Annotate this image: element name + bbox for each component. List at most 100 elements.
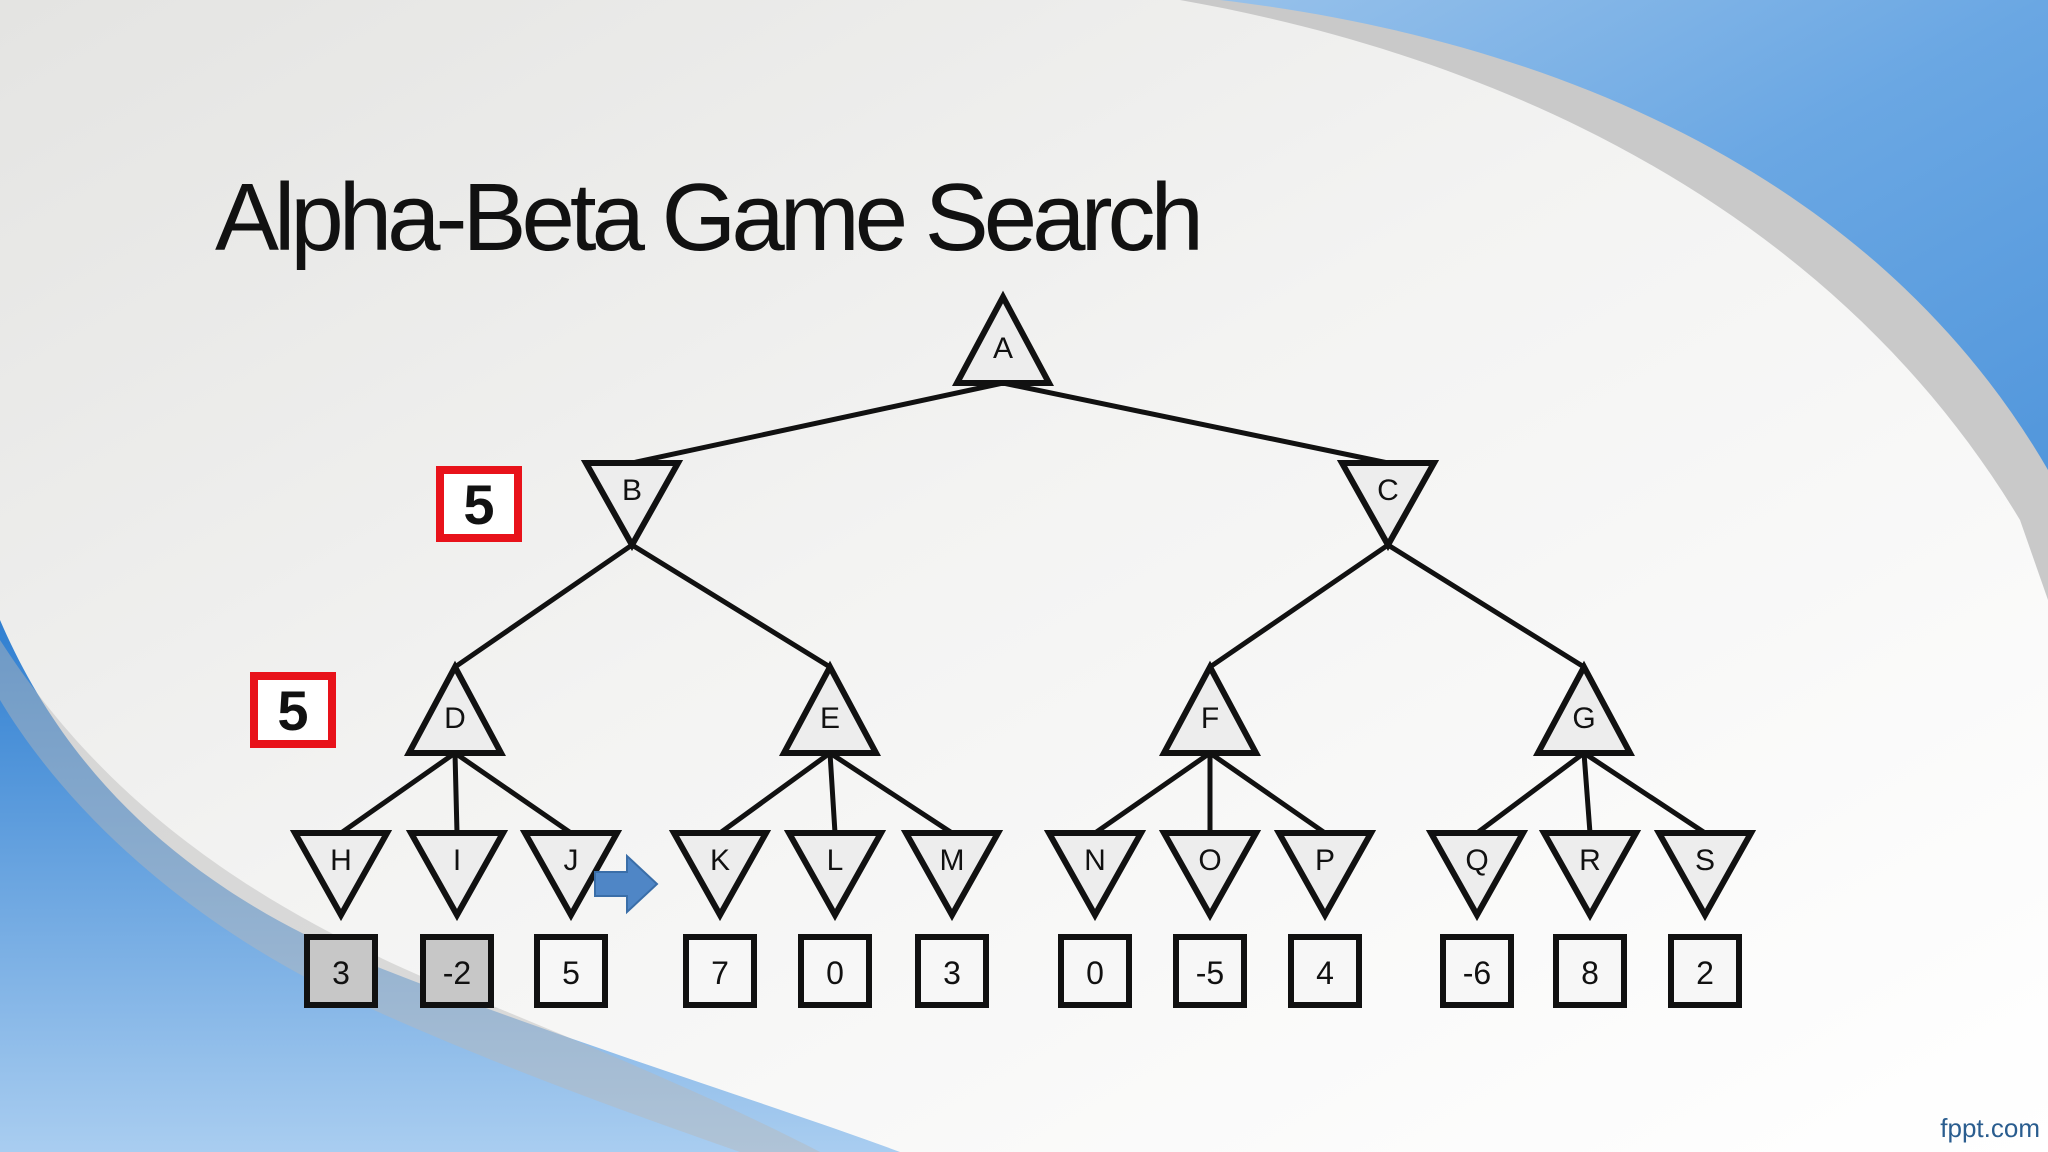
tree-edge-c-f [1207, 542, 1391, 670]
leaf-value-q: -6 [1440, 934, 1514, 1008]
tree-node-g: G [1532, 660, 1636, 756]
tree-node-d: D [403, 660, 507, 756]
annotation-b: 5 [436, 466, 522, 542]
min-node-shape-h [289, 830, 393, 922]
min-node-shape-r [1538, 830, 1642, 922]
node-label-h: H [330, 844, 352, 877]
annotation-d: 5 [250, 672, 336, 748]
leaf-value-box [683, 934, 757, 1008]
leaf-value-box [1553, 934, 1627, 1008]
slide-title: Alpha-Beta Game Search [215, 164, 1204, 271]
tree-edge-e-m [827, 750, 955, 836]
tree-node-e: E [778, 660, 882, 756]
node-label-f: F [1201, 702, 1219, 735]
leaf-value-i: -2 [420, 934, 494, 1008]
min-node-shape-k [668, 830, 772, 922]
tree-node-n: N [1043, 830, 1147, 922]
node-label-j: J [564, 844, 579, 877]
leaf-value-text: 0 [1086, 955, 1104, 991]
leaf-value-box [915, 934, 989, 1008]
min-node-shape-c [1336, 460, 1440, 552]
tree-edge-a-b [629, 380, 1006, 466]
tree-node-c: C [1336, 460, 1440, 552]
min-node-shape-l [783, 830, 887, 922]
leaf-value-text: 4 [1316, 955, 1334, 991]
leaf-value-j: 5 [534, 934, 608, 1008]
node-label-o: O [1198, 844, 1221, 877]
leaf-value-text: 7 [711, 955, 729, 991]
leaf-value-s: 2 [1668, 934, 1742, 1008]
leaf-value-text: 2 [1696, 955, 1714, 991]
leaf-value-box [1288, 934, 1362, 1008]
tree-node-k: K [668, 830, 772, 922]
leaf-value-box [1440, 934, 1514, 1008]
tree-node-p: P [1273, 830, 1377, 922]
leaf-value-text: -2 [443, 955, 471, 991]
tree-node-q: Q [1425, 830, 1529, 922]
min-node-shape-o [1158, 830, 1262, 922]
tree-edge-g-q [1474, 750, 1587, 836]
leaf-value-box [1173, 934, 1247, 1008]
min-node-shape-i [405, 830, 509, 922]
leaf-value-m: 3 [915, 934, 989, 1008]
annotation-box [250, 672, 336, 748]
tree-node-s: S [1653, 830, 1757, 922]
leaf-value-o: -5 [1173, 934, 1247, 1008]
node-label-k: K [710, 844, 730, 877]
tree-edge-f-n [1092, 750, 1213, 836]
node-label-g: G [1572, 702, 1595, 735]
tree-edge-d-j [452, 750, 574, 836]
tree-edge-c-g [1385, 542, 1587, 670]
leaf-value-l: 0 [798, 934, 872, 1008]
leaf-value-text: 5 [562, 955, 580, 991]
leaf-value-n: 0 [1058, 934, 1132, 1008]
tree-node-r: R [1538, 830, 1642, 922]
max-node-shape-e [778, 660, 882, 756]
tree-node-m: M [900, 830, 1004, 922]
min-node-shape-s [1653, 830, 1757, 922]
node-label-c: C [1377, 474, 1399, 507]
leaf-value-box [534, 934, 608, 1008]
max-node-shape-d [403, 660, 507, 756]
leaf-value-text: 0 [826, 955, 844, 991]
tree-edge-d-i [452, 750, 460, 836]
tree-edge-b-d [452, 542, 635, 670]
tree-node-i: I [405, 830, 509, 922]
tree-edge-g-s [1581, 750, 1708, 836]
min-node-shape-q [1425, 830, 1529, 922]
node-label-a: A [993, 332, 1013, 365]
node-label-d: D [444, 702, 466, 735]
tree-edge-a-c [1000, 380, 1391, 466]
annotation-value: 5 [463, 473, 494, 536]
min-node-shape-b [580, 460, 684, 552]
leaf-value-box [1058, 934, 1132, 1008]
leaf-value-text: -6 [1463, 955, 1491, 991]
node-label-b: B [622, 474, 642, 507]
node-label-p: P [1315, 844, 1335, 877]
leaf-value-text: -5 [1196, 955, 1224, 991]
max-node-shape-a [951, 290, 1055, 386]
leaf-value-box [420, 934, 494, 1008]
node-annotations: 55 [250, 466, 522, 748]
node-label-i: I [453, 844, 461, 877]
tree-node-h: H [289, 830, 393, 922]
tree-edge-e-k [717, 750, 833, 836]
leaf-value-p: 4 [1288, 934, 1362, 1008]
leaf-value-r: 8 [1553, 934, 1627, 1008]
tree-edge-e-l [827, 750, 838, 836]
annotation-box [436, 466, 522, 542]
tree-edge-g-r [1581, 750, 1593, 836]
node-label-m: M [940, 844, 965, 877]
node-label-q: Q [1465, 844, 1488, 877]
min-node-shape-m [900, 830, 1004, 922]
node-label-s: S [1695, 844, 1715, 877]
tree-node-a: A [951, 290, 1055, 386]
tree-node-b: B [580, 460, 684, 552]
leaf-value-k: 7 [683, 934, 757, 1008]
leaf-value-box [304, 934, 378, 1008]
tree-node-f: F [1158, 660, 1262, 756]
